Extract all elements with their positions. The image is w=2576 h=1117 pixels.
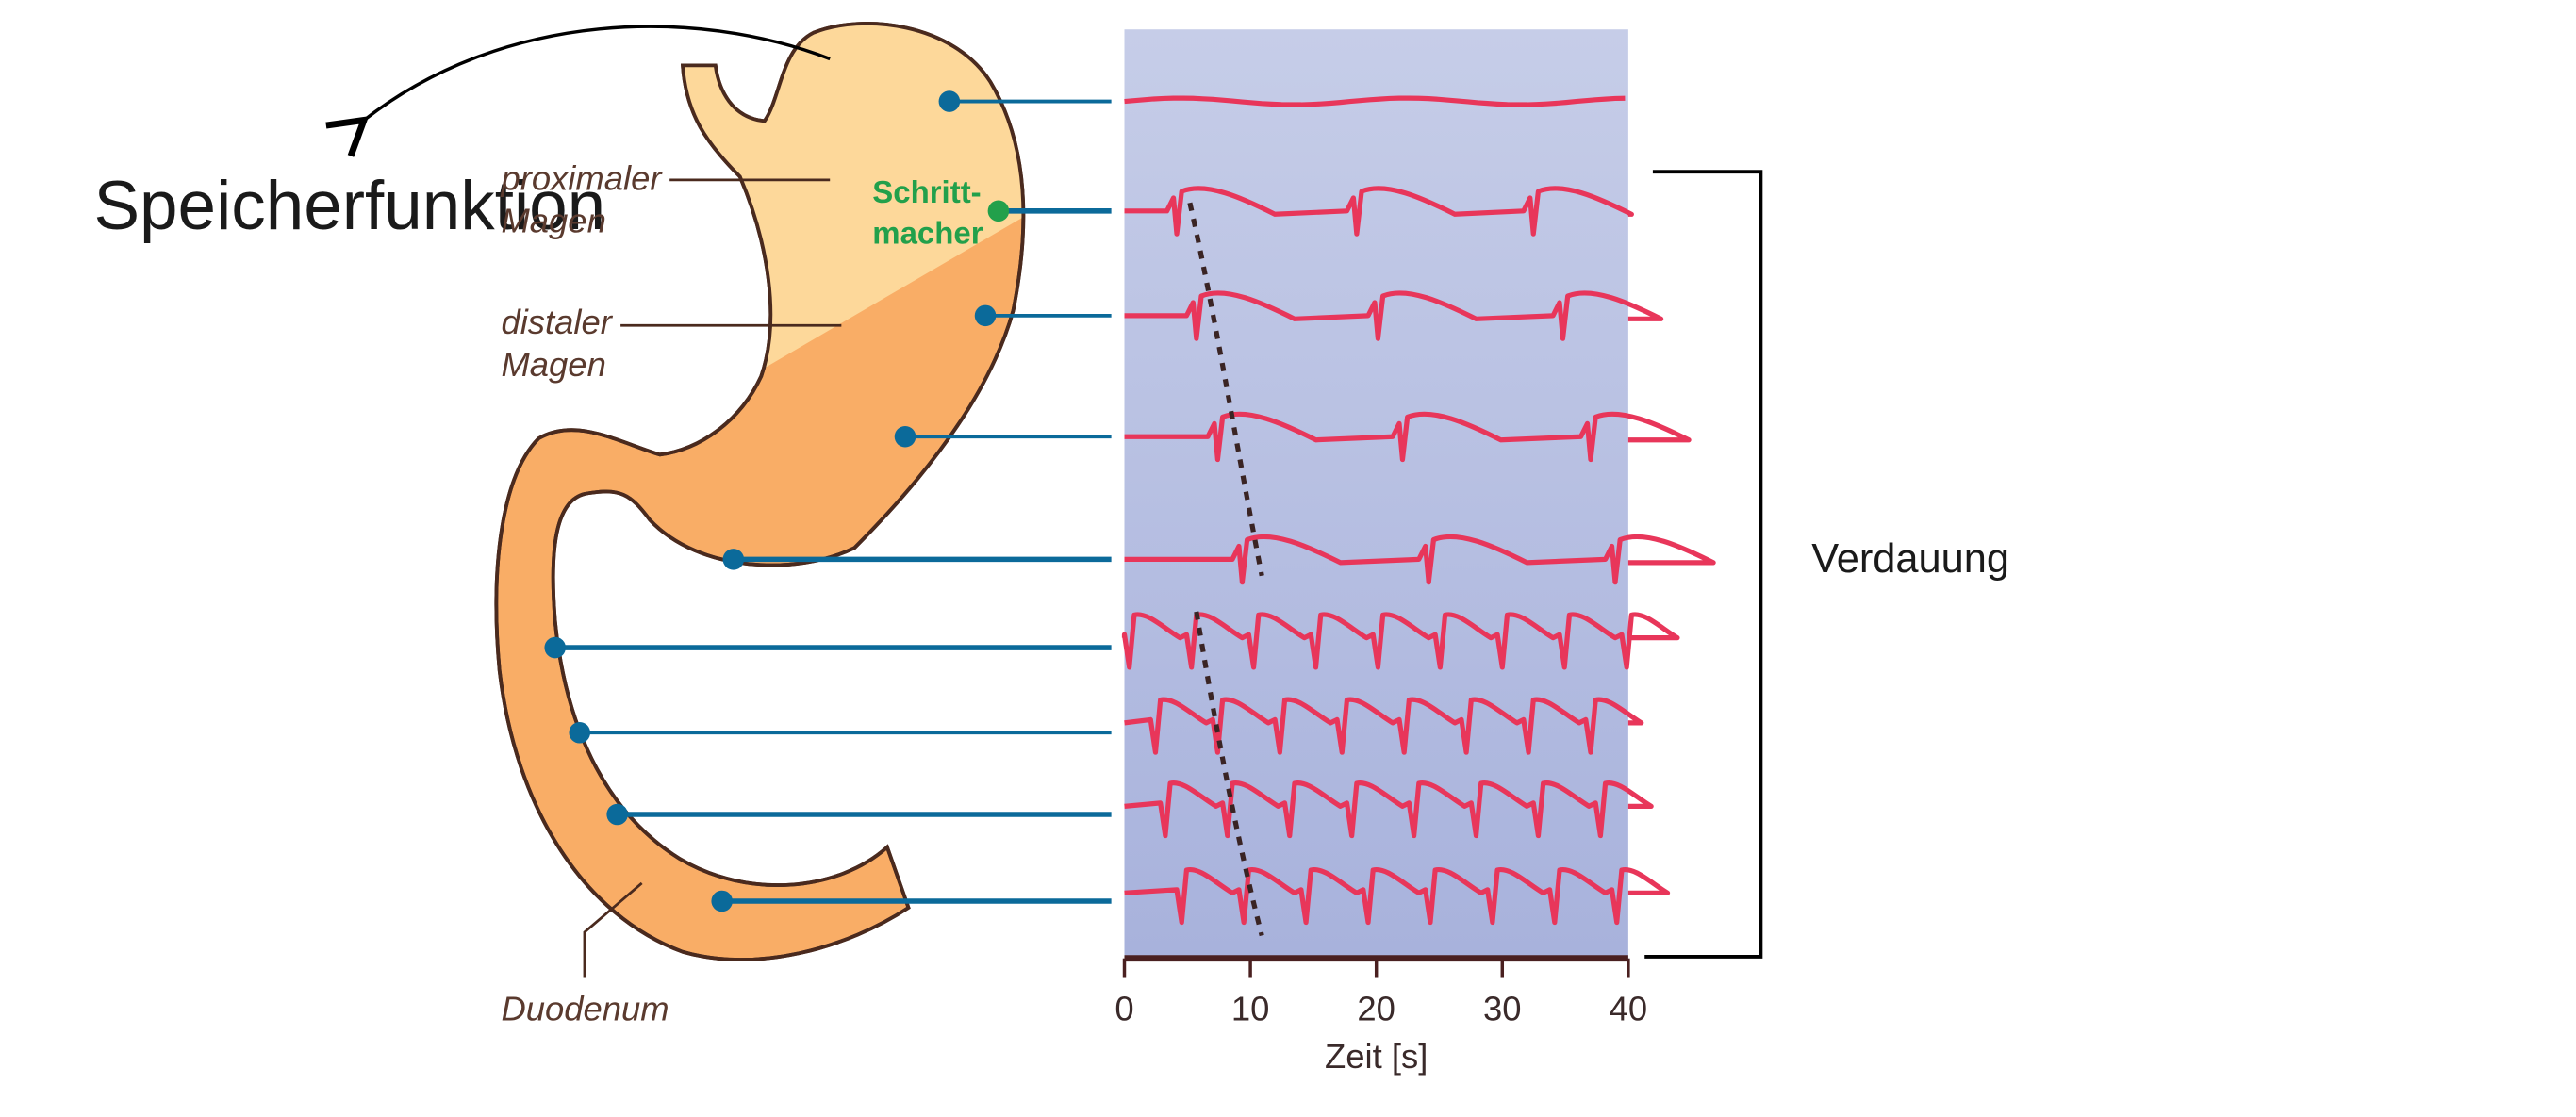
- pacemaker-electrode: [987, 200, 1010, 222]
- trace-6: [1121, 612, 1680, 670]
- electrode-6: [544, 636, 567, 659]
- electrode-4: [894, 425, 916, 448]
- electrode-3: [974, 304, 997, 327]
- pacemaker-label-1: Schritt-: [872, 174, 981, 209]
- duodenum-label: Duodenum: [501, 990, 669, 1028]
- x-tick-label: 20: [1357, 990, 1395, 1028]
- trace-group: [1121, 95, 1716, 926]
- x-tick-label: 30: [1483, 990, 1522, 1028]
- trace-4: [1124, 411, 1692, 463]
- trace-3: [1124, 290, 1664, 341]
- electrode-9: [711, 890, 733, 912]
- electrode-1: [938, 90, 961, 112]
- storage-function-label: Speicherfunktion: [93, 168, 605, 244]
- stomach-outline: [494, 22, 1026, 961]
- x-tick-label: 40: [1610, 990, 1648, 1028]
- trace-9: [1124, 867, 1671, 926]
- digestion-bracket: [1644, 170, 1763, 959]
- digestion-label: Verdauung: [1811, 536, 2009, 582]
- pacemaker-label-2: macher: [872, 216, 983, 251]
- trace-2: [1124, 186, 1634, 237]
- proximal-label-1: proximaler: [500, 158, 663, 197]
- x-ticks: 0 10 20 30 40: [1115, 958, 1648, 1028]
- trace-1: [1124, 95, 1626, 107]
- proximal-region: [666, 23, 1024, 426]
- electrode-5: [722, 549, 745, 570]
- distal-label-1: distaler: [501, 303, 613, 341]
- distal-label-2: Magen: [501, 345, 605, 384]
- trace-5: [1124, 534, 1716, 585]
- x-tick-label: 0: [1115, 990, 1133, 1028]
- x-axis-label: Zeit [s]: [1325, 1037, 1428, 1076]
- electrode-8: [606, 803, 628, 826]
- propagation-line-stomach: [1187, 202, 1264, 577]
- storage-arrow: [325, 25, 831, 157]
- electrode-7: [569, 721, 591, 744]
- x-tick-label: 10: [1231, 990, 1270, 1028]
- proximal-label-2: Magen: [501, 201, 605, 239]
- electrode-group: [544, 90, 1112, 912]
- trace-8: [1124, 780, 1654, 839]
- duodenum-pointer: [583, 881, 643, 978]
- trace-7: [1124, 697, 1644, 755]
- recording-panel: [1124, 29, 1628, 959]
- propagation-line-duodenum: [1194, 611, 1264, 937]
- stomach-illustration: [494, 22, 1026, 961]
